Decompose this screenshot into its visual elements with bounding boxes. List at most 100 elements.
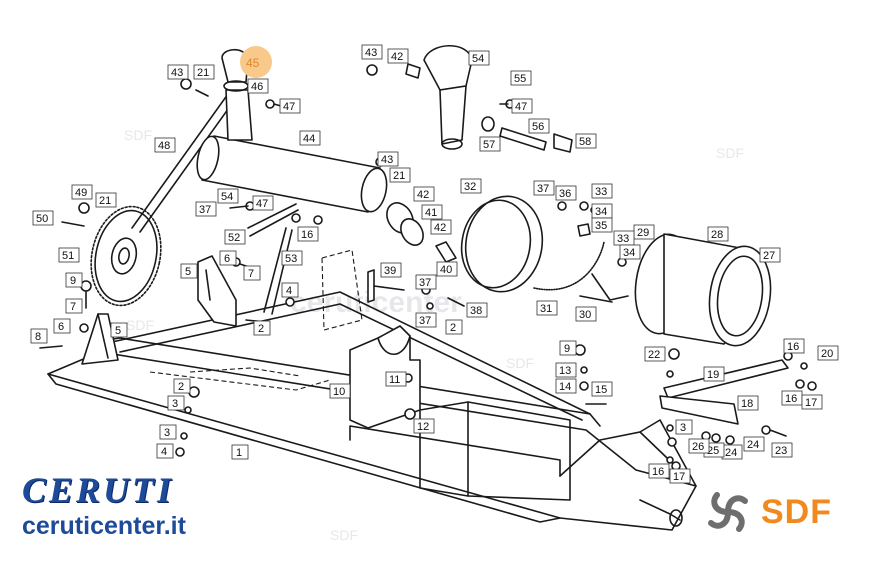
svg-text:14: 14 (559, 381, 571, 393)
svg-text:13: 13 (559, 365, 571, 377)
flywheel (90, 205, 162, 307)
callout-6: 6 (53, 318, 71, 334)
callout-9: 9 (65, 272, 83, 288)
svg-text:9: 9 (564, 343, 570, 355)
callout-30: 30 (575, 306, 597, 322)
svg-text:36: 36 (559, 188, 571, 200)
callout-52: 52 (224, 229, 246, 245)
svg-text:37: 37 (419, 315, 431, 327)
svg-text:30: 30 (579, 309, 591, 321)
callout-41: 41 (421, 204, 443, 220)
svg-text:46: 46 (251, 81, 263, 93)
callout-33: 33 (613, 230, 635, 246)
callout-8: 8 (30, 328, 48, 344)
svg-text:40: 40 (440, 264, 452, 276)
callout-56: 56 (528, 118, 550, 134)
svg-text:43: 43 (365, 47, 377, 59)
callout-43: 43 (167, 64, 189, 80)
callout-3: 3 (159, 424, 177, 440)
support-rod (131, 93, 237, 233)
svg-text:16: 16 (787, 341, 799, 353)
ceruti-logo: CERUTI (22, 470, 175, 510)
callout-16: 16 (781, 390, 803, 406)
watermark-sdf: SDF (506, 355, 534, 371)
svg-text:37: 37 (537, 183, 549, 195)
svg-text:25: 25 (707, 445, 719, 457)
svg-text:21: 21 (99, 195, 111, 207)
svg-text:29: 29 (637, 227, 649, 239)
muffler (196, 48, 388, 213)
svg-text:39: 39 (384, 265, 396, 277)
callout-34: 34 (619, 244, 641, 260)
callout-3: 3 (675, 419, 693, 435)
callout-21: 21 (193, 64, 215, 80)
callout-43: 43 (361, 44, 383, 60)
svg-text:15: 15 (595, 384, 607, 396)
callout-2: 2 (173, 378, 191, 394)
ceruti-branding: CERUTI ceruticenter.it (22, 472, 186, 541)
callout-32: 32 (460, 178, 482, 194)
svg-text:21: 21 (197, 67, 209, 79)
callout-37: 37 (415, 274, 437, 290)
callout-40: 40 (436, 261, 458, 277)
callout-17: 17 (801, 394, 823, 410)
callout-44: 44 (299, 130, 321, 146)
svg-text:43: 43 (171, 67, 183, 79)
svg-text:33: 33 (617, 233, 629, 245)
svg-text:50: 50 (36, 213, 48, 225)
svg-text:32: 32 (464, 181, 476, 193)
svg-text:55: 55 (514, 73, 526, 85)
svg-text:41: 41 (425, 207, 437, 219)
svg-text:20: 20 (821, 348, 833, 360)
svg-text:27: 27 (763, 250, 775, 262)
svg-text:35: 35 (595, 220, 607, 232)
callout-48: 48 (154, 137, 176, 153)
svg-text:3: 3 (164, 427, 170, 439)
callout-45-highlighted[interactable]: 45 (240, 46, 272, 78)
svg-text:44: 44 (303, 133, 315, 145)
callout-19: 19 (703, 366, 725, 382)
svg-text:10: 10 (333, 386, 345, 398)
svg-text:48: 48 (158, 140, 170, 152)
svg-text:58: 58 (579, 136, 591, 148)
callout-5: 5 (180, 263, 198, 279)
callout-50: 50 (32, 210, 54, 226)
callout-54: 54 (217, 188, 239, 204)
callout-18: 18 (737, 395, 759, 411)
svg-text:42: 42 (434, 222, 446, 234)
svg-text:6: 6 (224, 253, 230, 265)
svg-text:16: 16 (652, 466, 664, 478)
svg-text:18: 18 (741, 398, 753, 410)
svg-text:37: 37 (419, 277, 431, 289)
callout-17: 17 (669, 468, 691, 484)
callout-47: 47 (252, 195, 274, 211)
svg-text:42: 42 (417, 189, 429, 201)
svg-text:47: 47 (256, 198, 268, 210)
callout-9: 9 (559, 340, 577, 356)
callout-33: 33 (591, 183, 613, 199)
tie-bar (659, 359, 789, 425)
ceruti-url[interactable]: ceruticenter.it (22, 512, 186, 540)
callout-36: 36 (555, 185, 577, 201)
svg-text:5: 5 (115, 325, 121, 337)
svg-text:31: 31 (540, 303, 552, 315)
watermark-sdf: SDF (716, 145, 744, 161)
callout-3: 3 (167, 395, 185, 411)
callout-4: 4 (281, 282, 299, 298)
callout-24: 24 (743, 436, 765, 452)
callout-27: 27 (759, 247, 781, 263)
svg-text:17: 17 (805, 397, 817, 409)
filter-bracket (579, 273, 629, 303)
svg-text:26: 26 (692, 441, 704, 453)
callout-5: 5 (110, 322, 128, 338)
svg-text:2: 2 (178, 381, 184, 393)
svg-text:34: 34 (595, 206, 607, 218)
callout-38: 38 (466, 302, 488, 318)
callout-58: 58 (575, 133, 597, 149)
callout-12: 12 (413, 418, 435, 434)
callout-39: 39 (380, 262, 402, 278)
svg-text:16: 16 (785, 393, 797, 405)
svg-text:21: 21 (393, 170, 405, 182)
svg-text:43: 43 (381, 154, 393, 166)
